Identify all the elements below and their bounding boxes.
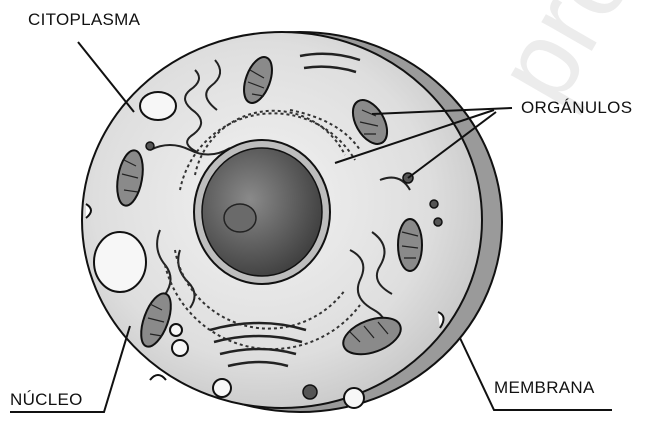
citoplasma-leader (78, 42, 134, 112)
label-organulos: ORGÁNULOS (521, 98, 632, 118)
nucleolus (224, 204, 256, 232)
membrana-leader (460, 338, 612, 410)
membrane-notch (150, 375, 166, 380)
label-citoplasma: CITOPLASMA (28, 10, 140, 30)
label-nucleo: NÚCLEO (10, 390, 83, 410)
nucleus (202, 148, 322, 276)
label-membrana: MEMBRANA (494, 378, 595, 398)
